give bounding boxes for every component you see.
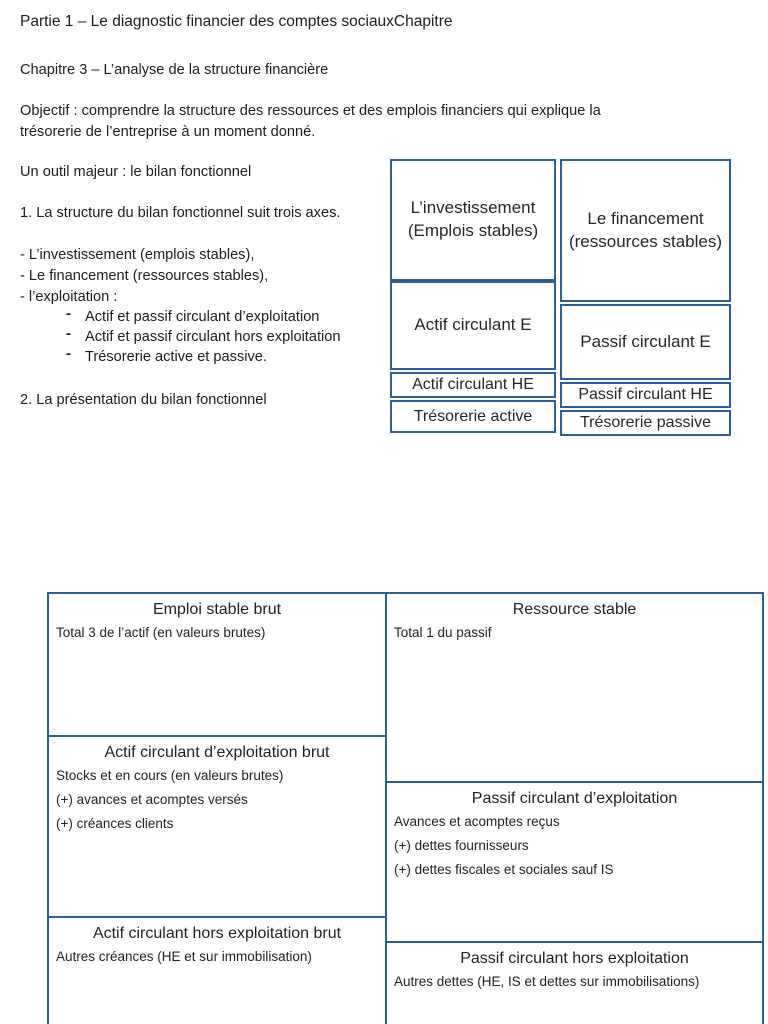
cell-title: Actif circulant d’exploitation brut (104, 744, 330, 761)
cell-title: Emploi stable brut (152, 601, 282, 618)
cell-passif-circulant-exploitation: Passif circulant d’exploitation Avances … (387, 783, 762, 943)
objective-line-1: Objectif : comprendre la structure des r… (20, 103, 601, 119)
cell-line: Autres créances (HE et sur immobilisatio… (56, 948, 312, 964)
cell-title: Actif circulant hors exploitation brut (92, 925, 342, 942)
bilan-fonctionnel-table: Emploi stable brut Total 3 de l’actif (e… (47, 592, 764, 1024)
part-title: Partie 1 – Le diagnostic financier des c… (20, 13, 453, 30)
d1-cell-passif-circulant-he: Passif circulant HE (560, 382, 731, 408)
objective-line-2: trésorerie de l’entreprise à un moment d… (20, 124, 316, 140)
cell-actif-circulant-exploitation: Actif circulant d’exploitation brut Stoc… (49, 737, 385, 918)
cell-line: Autres dettes (HE, IS et dettes sur immo… (394, 973, 700, 989)
cell-passif-circulant-hors-exploitation: Passif circulant hors exploitation Autre… (387, 943, 762, 1024)
sub-bullet-marker: - (66, 345, 71, 362)
section1-title: 1. La structure du bilan fonctionnel sui… (20, 205, 341, 221)
d1-cell-actif-circulant-he: Actif circulant HE (390, 372, 556, 398)
d1-cell-tresorerie-active: Trésorerie active (390, 400, 556, 433)
table-column-actif: Emploi stable brut Total 3 de l’actif (e… (49, 594, 387, 1024)
cell-emploi-stable-brut: Emploi stable brut Total 3 de l’actif (e… (49, 594, 385, 737)
cell-line: Total 3 de l’actif (en valeurs brutes) (56, 624, 266, 640)
cell-ressource-stable: Ressource stable Total 1 du passif (387, 594, 762, 783)
d1-cell-financement: Le financement (ressources stables) (560, 159, 731, 302)
d1-cell-investissement: L’investissement (Emplois stables) (390, 159, 556, 281)
axis-item-investissement: - L’investissement (emplois stables), (20, 247, 255, 263)
sub-bullet-actif-passif-exploitation: Actif et passif circulant d’exploitation (85, 309, 320, 325)
cell-title: Passif circulant d’exploitation (471, 790, 678, 807)
sub-bullet-marker: - (66, 325, 71, 342)
cell-line: Avances et acomptes reçus (394, 813, 560, 829)
cell-line: Total 1 du passif (394, 624, 492, 640)
cell-line: (+) avances et acomptes versés (56, 791, 248, 807)
cell-actif-circulant-hors-exploitation: Actif circulant hors exploitation brut A… (49, 918, 385, 1024)
d1-cell-actif-circulant-e: Actif circulant E (390, 281, 556, 370)
tool-line: Un outil majeur : le bilan fonctionnel (20, 164, 252, 180)
axis-item-financement: - Le financement (ressources stables), (20, 268, 269, 284)
chapter-title: Chapitre 3 – L’analyse de la structure f… (20, 62, 329, 78)
cell-line: (+) dettes fiscales et sociales sauf IS (394, 861, 614, 877)
sub-bullet-tresorerie: Trésorerie active et passive. (85, 349, 267, 365)
d1-cell-tresorerie-passive: Trésorerie passive (560, 410, 731, 436)
section2-title: 2. La présentation du bilan fonctionnel (20, 392, 267, 408)
axis-item-exploitation: - l’exploitation : (20, 289, 118, 305)
cell-line: (+) dettes fournisseurs (394, 837, 529, 853)
table-column-passif: Ressource stable Total 1 du passif Passi… (387, 594, 762, 1024)
cell-line: (+) créances clients (56, 815, 174, 831)
d1-cell-passif-circulant-e: Passif circulant E (560, 304, 731, 380)
cell-line: Stocks et en cours (en valeurs brutes) (56, 767, 284, 783)
cell-title: Ressource stable (512, 601, 637, 618)
sub-bullet-actif-passif-hors-exploitation: Actif et passif circulant hors exploitat… (85, 329, 341, 345)
cell-title: Passif circulant hors exploitation (460, 950, 689, 967)
sub-bullet-marker: - (66, 305, 71, 322)
